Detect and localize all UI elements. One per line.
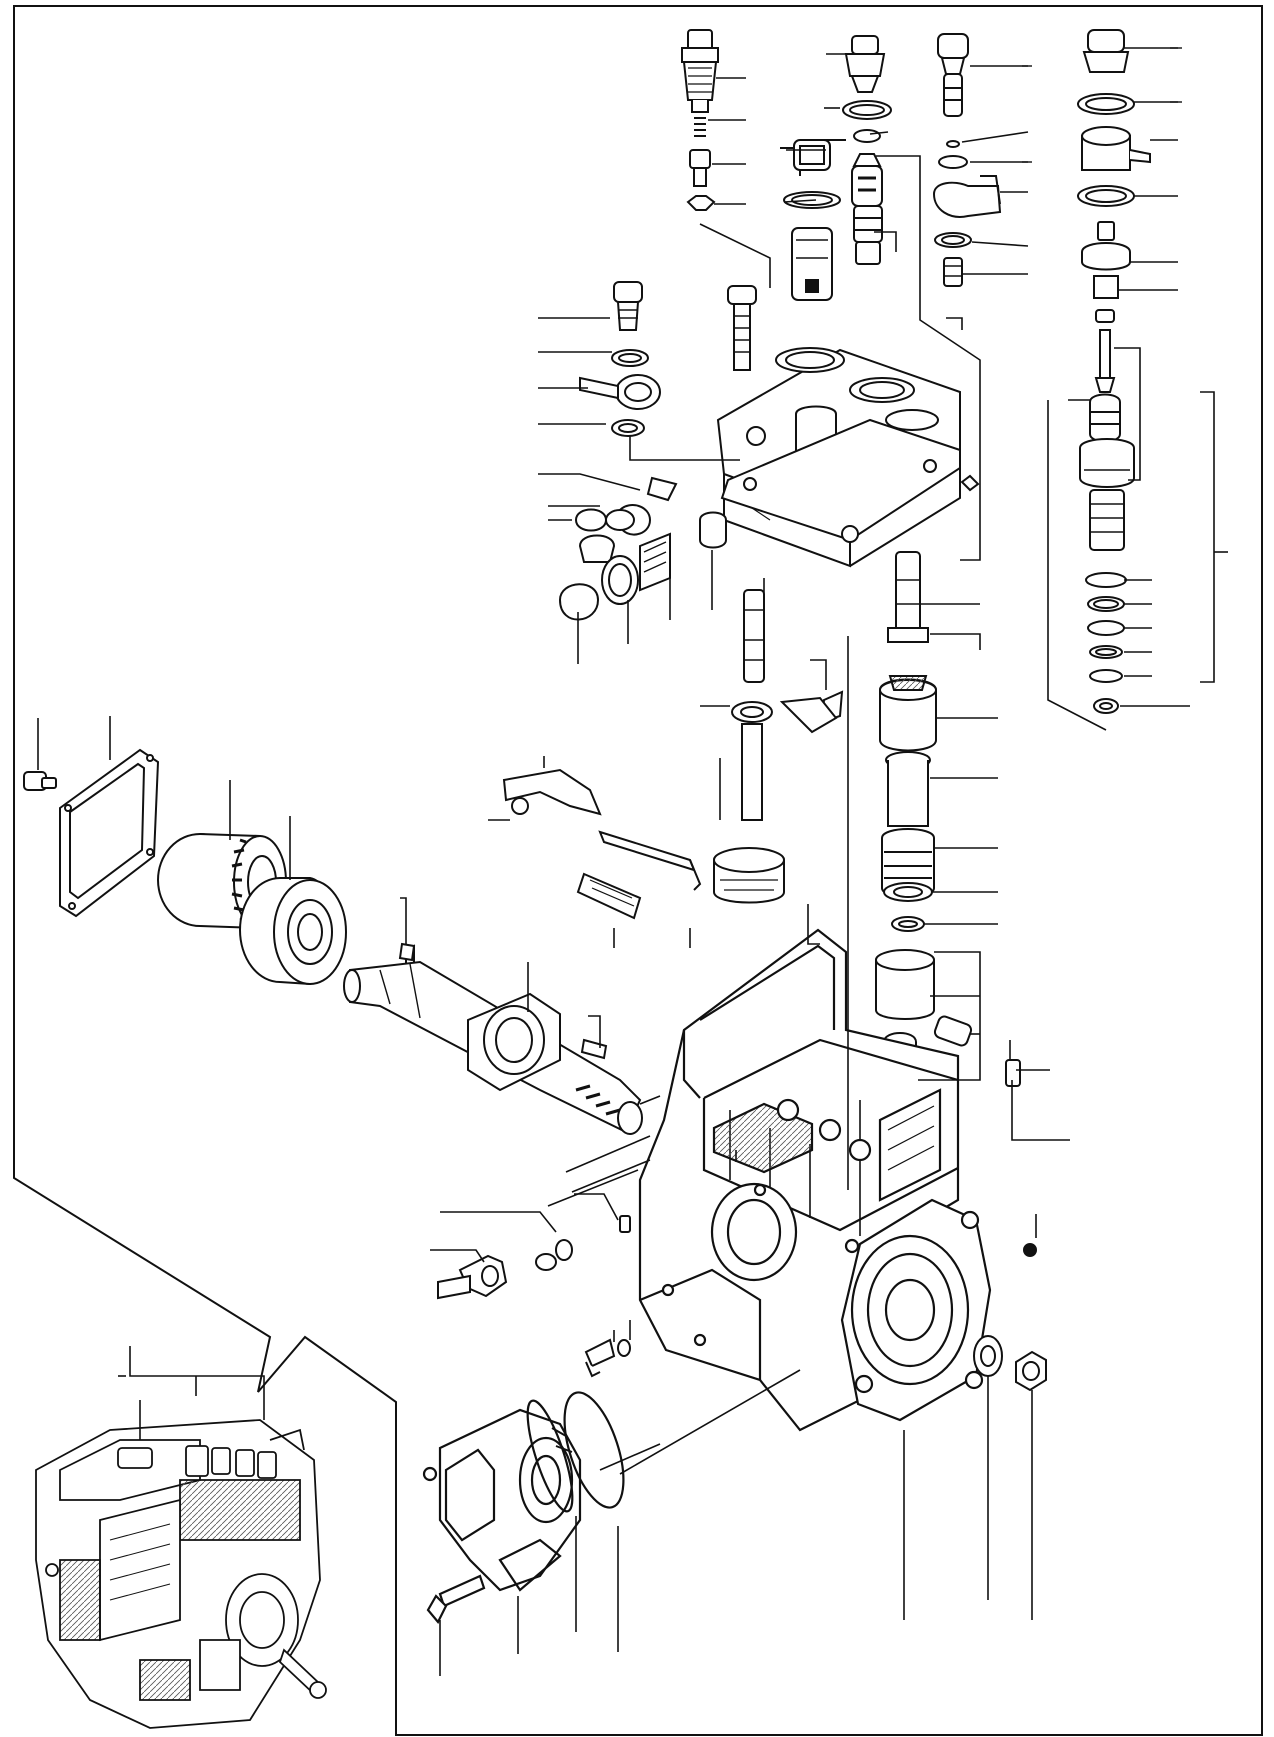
callout-stubs xyxy=(1022,47,1182,163)
boundary-frame xyxy=(13,5,1263,1736)
head-hardware xyxy=(558,281,980,621)
drive-end-flange xyxy=(840,1198,992,1422)
pump-housing xyxy=(638,928,960,1432)
right-middle-stack xyxy=(875,675,1021,1087)
small-screw-left xyxy=(23,771,57,791)
head-gasket-plate xyxy=(720,418,961,543)
o-rings-bottom xyxy=(526,1391,625,1513)
end-cover-gasket xyxy=(59,748,160,918)
delivery-valve-holder-left xyxy=(681,29,719,211)
ball-bearing xyxy=(239,877,347,986)
delivery-valve-right xyxy=(932,33,1002,287)
shaft-washer-nut xyxy=(973,1243,1047,1392)
plunger-column xyxy=(731,551,929,821)
governor-linkage xyxy=(405,768,785,974)
far-right-valve-stack xyxy=(1077,29,1151,714)
housing-fittings xyxy=(437,1215,631,1378)
driveshaft xyxy=(343,942,643,1135)
assembled-pump-inset xyxy=(35,1419,327,1729)
plunger-barrel-left xyxy=(783,139,841,301)
leader-lines xyxy=(37,47,1228,1676)
feed-pump-cover xyxy=(422,1408,582,1624)
